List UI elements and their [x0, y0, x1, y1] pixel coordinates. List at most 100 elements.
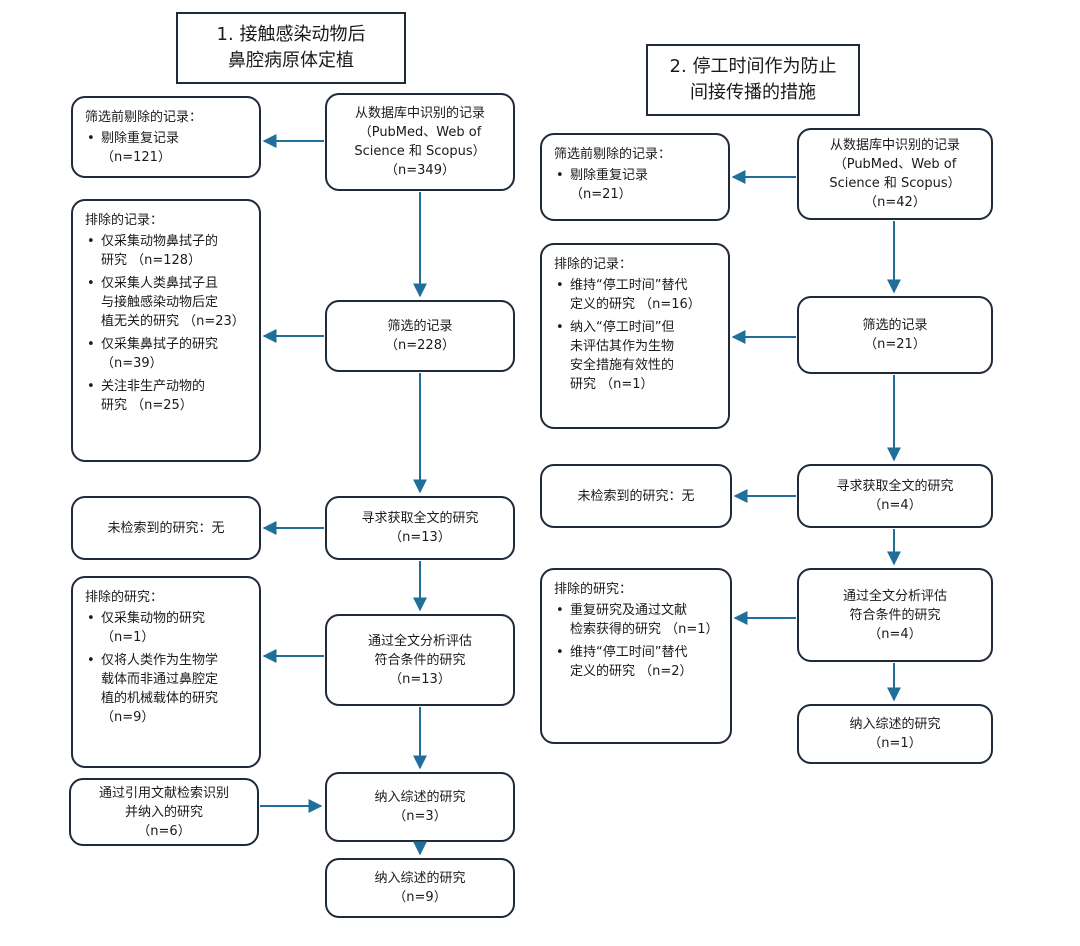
box-heading: 排除的研究：	[85, 590, 164, 605]
text-line: Science 和 Scopus）	[354, 144, 486, 159]
left-not-retrieved-label: 未检索到的研究：无	[107, 520, 225, 536]
bullet-text: 仅采集人类鼻拭子且	[101, 276, 219, 291]
bullet-text: 研究 （n=25）	[101, 398, 193, 413]
bullet-text: 研究 （n=1）	[570, 377, 654, 392]
bullet-text: 仅将人类作为生物学	[101, 653, 219, 668]
text-line: 1. 接触感染动物后	[216, 24, 366, 45]
bullet-text: （n=39）	[101, 356, 163, 371]
right-included-box: 纳入综述的研究 （n=1）	[797, 704, 993, 764]
bullet-text: （n=21）	[570, 187, 632, 202]
text-line: （n=228）	[385, 338, 455, 353]
box-heading: 排除的记录：	[554, 257, 633, 272]
text-line: （PubMed、Web of	[833, 157, 957, 172]
right-removed-box: 筛选前剔除的记录： 剔除重复记录 （n=21）	[540, 133, 730, 221]
left-title: 1. 接触感染动物后鼻腔病原体定植	[176, 12, 406, 84]
box-heading: 筛选前剔除的记录：	[85, 110, 203, 125]
text-line: Science 和 Scopus）	[829, 176, 961, 191]
text-line: 通过全文分析评估	[367, 633, 472, 649]
text-line: 通过引用文献检索识别	[98, 785, 229, 801]
box-heading: 筛选前剔除的记录：	[554, 147, 672, 162]
bullet-text: 未评估其作为生物	[570, 339, 675, 354]
bullet-text: 仅采集动物的研究	[101, 611, 206, 626]
right-not-retrieved-box: 未检索到的研究：无	[540, 464, 732, 528]
bullet-text: 植无关的研究 （n=23）	[101, 314, 245, 329]
text-line: （n=349）	[385, 163, 455, 178]
bullet-text: 维持“停工时间”替代	[570, 645, 688, 660]
left-included-total-box: 纳入综述的研究 （n=9）	[325, 858, 515, 918]
bullet-text: 定义的研究 （n=2）	[570, 664, 693, 679]
bullet-text: 剔除重复记录	[101, 131, 180, 146]
text-line: 筛选的记录	[387, 319, 453, 334]
bullet-item: 剔除重复记录 （n=121）	[85, 129, 249, 167]
text-line: （n=42）	[864, 195, 926, 210]
text-line: 符合条件的研究	[374, 652, 466, 668]
left-screened-box: 筛选的记录 （n=228）	[325, 300, 515, 372]
right-title: 2. 停工时间作为防止间接传播的措施	[646, 44, 860, 116]
bullet-text: 剔除重复记录	[570, 168, 649, 183]
left-sought-box: 寻求获取全文的研究 （n=13）	[325, 496, 515, 560]
bullet-text: 检索获得的研究 （n=1）	[570, 622, 719, 637]
box-heading: 排除的研究：	[554, 582, 633, 597]
text-line: 纳入综述的研究	[849, 717, 941, 732]
bullet-text: 仅采集鼻拭子的研究	[101, 337, 219, 352]
left-removed-box: 筛选前剔除的记录： 剔除重复记录 （n=121）	[71, 96, 261, 178]
text-line: （n=21）	[864, 337, 926, 352]
text-line: 纳入综述的研究	[374, 871, 466, 886]
right-not-retrieved-label: 未检索到的研究：无	[577, 488, 695, 504]
text-line: （n=13）	[389, 530, 451, 545]
bullet-text: 重复研究及通过文献	[570, 603, 688, 618]
text-line: （n=9）	[393, 890, 447, 905]
text-line: 纳入综述的研究	[374, 790, 466, 805]
right-screened-box: 筛选的记录（n=21）	[797, 296, 993, 374]
left-included-box: 纳入综述的研究 （n=3）	[325, 772, 515, 842]
bullet-list: 仅采集动物的研究 （n=1） 仅将人类作为生物学载体而非通过鼻腔定植的机械载体的研究…	[85, 609, 249, 727]
bullet-text: 与接触感染动物后定	[101, 295, 219, 310]
bullet-list: 剔除重复记录 （n=21）	[554, 166, 718, 204]
text-line: 从数据库中识别的记录	[829, 138, 960, 153]
text-line: （n=1）	[868, 736, 922, 751]
bullet-text: 载体而非通过鼻腔定	[101, 672, 219, 687]
bullet-text: 仅采集动物鼻拭子的	[101, 234, 219, 249]
text-line: （n=3）	[393, 809, 447, 824]
left-citation-box: 通过引用文献检索识别并纳入的研究 （n=6）	[69, 778, 259, 846]
box-heading: 排除的记录：	[85, 213, 164, 228]
text-line: 通过全文分析评估	[842, 588, 947, 604]
text-line: （n=6）	[137, 823, 191, 839]
bullet-text: 纳入“停工时间”但	[570, 320, 675, 335]
bullet-item: 仅采集鼻拭子的研究 （n=39）	[85, 335, 249, 373]
bullet-text: 安全措施有效性的	[570, 358, 675, 373]
text-line: （n=4）	[868, 498, 922, 513]
bullet-text: 关注非生产动物的	[101, 379, 206, 394]
bullet-text: （n=1）	[101, 630, 155, 645]
text-line: （n=4）	[868, 626, 922, 642]
text-line: （n=13）	[389, 671, 451, 687]
left-excluded-studies-box: 排除的研究： 仅采集动物的研究 （n=1） 仅将人类作为生物学载体而非通过鼻腔定植的机…	[71, 576, 261, 768]
right-assessed-box: 通过全文分析评估符合条件的研究（n=4）	[797, 568, 993, 662]
text-line: 寻求获取全文的研究	[361, 511, 479, 526]
left-assessed-box: 通过全文分析评估符合条件的研究 （n=13）	[325, 614, 515, 706]
bullet-text: 植的机械载体的研究	[101, 691, 219, 706]
text-line: 并纳入的研究	[124, 804, 203, 820]
bullet-list: 剔除重复记录 （n=121）	[85, 129, 249, 167]
text-line: （PubMed、Web of	[358, 125, 482, 140]
left-not-retrieved-box: 未检索到的研究：无	[71, 496, 261, 560]
right-sought-box: 寻求获取全文的研究 （n=4）	[797, 464, 993, 528]
bullet-text: （n=121）	[101, 150, 171, 165]
text-line: 间接传播的措施	[690, 82, 816, 103]
text-line: 寻求获取全文的研究	[836, 479, 954, 494]
bullet-text: 定义的研究 （n=16）	[570, 297, 701, 312]
